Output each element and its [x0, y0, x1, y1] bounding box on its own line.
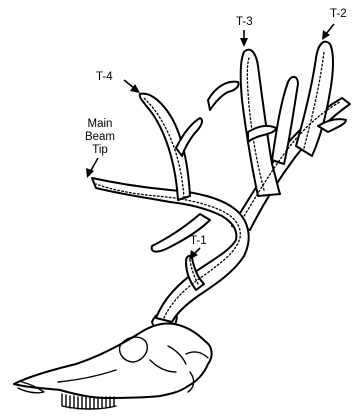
left-antler: [208, 42, 350, 230]
skull: [14, 323, 212, 409]
label-main: Main: [88, 118, 113, 130]
right-antler-main-beam: [92, 178, 249, 322]
label-beam: Beam: [85, 131, 115, 143]
main-beam-tip-arrow-head: [86, 168, 94, 178]
t2-arrow-line: [326, 24, 334, 34]
tine-t2: [296, 42, 333, 156]
label-tip: Tip: [92, 144, 108, 156]
right-antler: [92, 94, 249, 331]
skull-outline: [14, 323, 212, 398]
t3-arrow-head: [240, 38, 248, 47]
t4-arrow-line: [124, 80, 134, 88]
label-t4: T-4: [96, 71, 113, 83]
tine-inner-2: [208, 82, 239, 110]
label-t3: T-3: [236, 16, 253, 28]
main-beam-tip-arrow-line: [90, 158, 98, 172]
label-t2: T-2: [330, 8, 347, 20]
label-t1: T-1: [190, 235, 207, 247]
